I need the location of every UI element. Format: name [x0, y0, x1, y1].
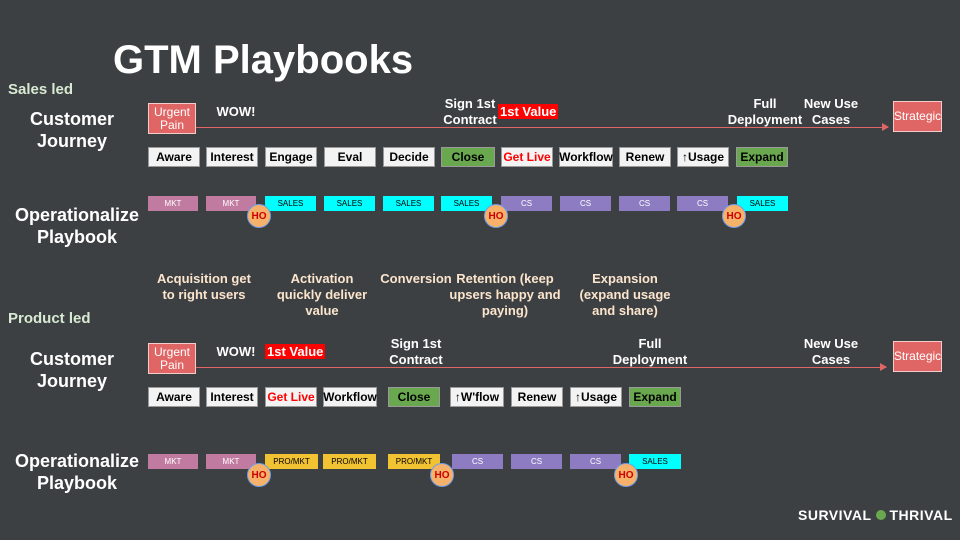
product-op-pro-mkt-2: PRO/MKT	[323, 454, 376, 469]
sales-strategic-box: Strategic	[893, 101, 942, 132]
sales-urgent-pain-box: Urgent Pain	[148, 103, 196, 134]
sales-stage-close: Close	[441, 147, 495, 167]
product-first-value-text: 1st Value	[265, 344, 326, 359]
sales-op-cs-3: CS	[619, 196, 670, 211]
sales-stage-expand: Expand	[736, 147, 788, 167]
product-stage-get-live: Get Live	[265, 387, 317, 407]
product-op-mkt-1: MKT	[148, 454, 198, 469]
product-first-value-label: 1st Value	[265, 343, 326, 361]
sales-first-value-label: 1st Value	[498, 103, 559, 121]
sales-op-sales-5: SALES	[737, 196, 788, 211]
sales-stage-eval: Eval	[324, 147, 376, 167]
sales-op-mkt-1: MKT	[148, 196, 198, 211]
page-title: GTM Playbooks	[113, 38, 414, 82]
sales-op-sales-3: SALES	[383, 196, 434, 211]
sales-stage-engage: Engage	[265, 147, 317, 167]
product-op-cs-2: CS	[511, 454, 562, 469]
product-stage-usage: ↑Usage	[570, 387, 622, 407]
phase-acquisition: Acquisition get to right users	[157, 271, 251, 302]
sales-stage-get-live: Get Live	[501, 147, 553, 167]
logo-text-left: SURVIVAL	[798, 507, 872, 523]
sales-handoff-1: HO	[247, 204, 271, 228]
product-handoff-3: HO	[614, 463, 638, 487]
product-op-pro-mkt-1: PRO/MKT	[265, 454, 318, 469]
product-handoff-1: HO	[247, 463, 271, 487]
sales-stage-decide: Decide	[383, 147, 435, 167]
product-led-heading: Product led	[8, 310, 91, 327]
sales-first-value-text: 1st Value	[498, 104, 559, 119]
sales-full-deployment-label: Full Deployment	[727, 96, 803, 127]
phase-activation: Activation quickly deliver value	[276, 271, 368, 318]
phase-retention: Retention (keep upsers happy and paying)	[449, 271, 561, 318]
product-op-cs-3: CS	[570, 454, 621, 469]
sales-op-cs-1: CS	[501, 196, 552, 211]
product-sign-contract-label: Sign 1st Contract	[389, 336, 443, 367]
product-handoff-2: HO	[430, 463, 454, 487]
sales-journey-heading: Customer Journey	[29, 109, 114, 151]
product-op-pro-mkt-3: PRO/MKT	[388, 454, 440, 469]
sales-handoff-3: HO	[722, 204, 746, 228]
product-full-deployment-label: Full Deployment	[612, 336, 688, 367]
phase-expansion: Expansion (expand usage and share)	[579, 271, 671, 318]
sales-op-cs-4: CS	[677, 196, 728, 211]
product-wow-label: WOW!	[216, 344, 256, 359]
sales-op-mkt-2: MKT	[206, 196, 256, 211]
product-op-sales-1: SALES	[629, 454, 681, 469]
product-stage-interest: Interest	[206, 387, 258, 407]
sales-stage-workflow: Workflow	[559, 147, 613, 167]
sales-stage-interest: Interest	[206, 147, 258, 167]
sales-handoff-2: HO	[484, 204, 508, 228]
sales-op-cs-2: CS	[560, 196, 611, 211]
survival-thrival-logo: SURVIVAL THRIVAL	[798, 507, 953, 523]
sales-journey-arrow	[196, 123, 889, 131]
product-op-heading: Operationalize Playbook	[14, 451, 140, 493]
product-new-use-cases-label: New Use Cases	[803, 336, 859, 367]
product-stage-aware: Aware	[148, 387, 200, 407]
product-stage-expand: Expand	[629, 387, 681, 407]
logo-dot-icon	[875, 510, 886, 520]
product-stage-renew: Renew	[511, 387, 563, 407]
product-stage-close: Close	[388, 387, 440, 407]
sales-stage-renew: Renew	[619, 147, 671, 167]
sales-op-sales-2: SALES	[324, 196, 375, 211]
sales-new-use-cases-label: New Use Cases	[803, 96, 859, 127]
sales-stage-aware: Aware	[148, 147, 200, 167]
product-journey-arrow	[196, 363, 887, 371]
product-op-mkt-2: MKT	[206, 454, 256, 469]
product-urgent-pain-box: Urgent Pain	[148, 343, 196, 374]
sales-led-heading: Sales led	[8, 81, 74, 98]
product-stage-wflow: ↑W'flow	[450, 387, 504, 407]
product-journey-heading: Customer Journey	[29, 349, 114, 391]
sales-stage-usage: ↑Usage	[677, 147, 729, 167]
sales-op-sales-1: SALES	[265, 196, 316, 211]
sales-wow-label: WOW!	[216, 104, 256, 119]
logo-text-right: THRIVAL	[889, 507, 953, 523]
sales-op-sales-4: SALES	[441, 196, 492, 211]
product-strategic-box: Strategic	[893, 341, 942, 372]
product-stage-workflow: Workflow	[323, 387, 377, 407]
product-op-cs-1: CS	[452, 454, 503, 469]
phase-conversion: Conversion	[380, 271, 452, 286]
sales-sign-contract-label: Sign 1st Contract	[443, 96, 497, 127]
sales-op-heading: Operationalize Playbook	[14, 205, 140, 247]
